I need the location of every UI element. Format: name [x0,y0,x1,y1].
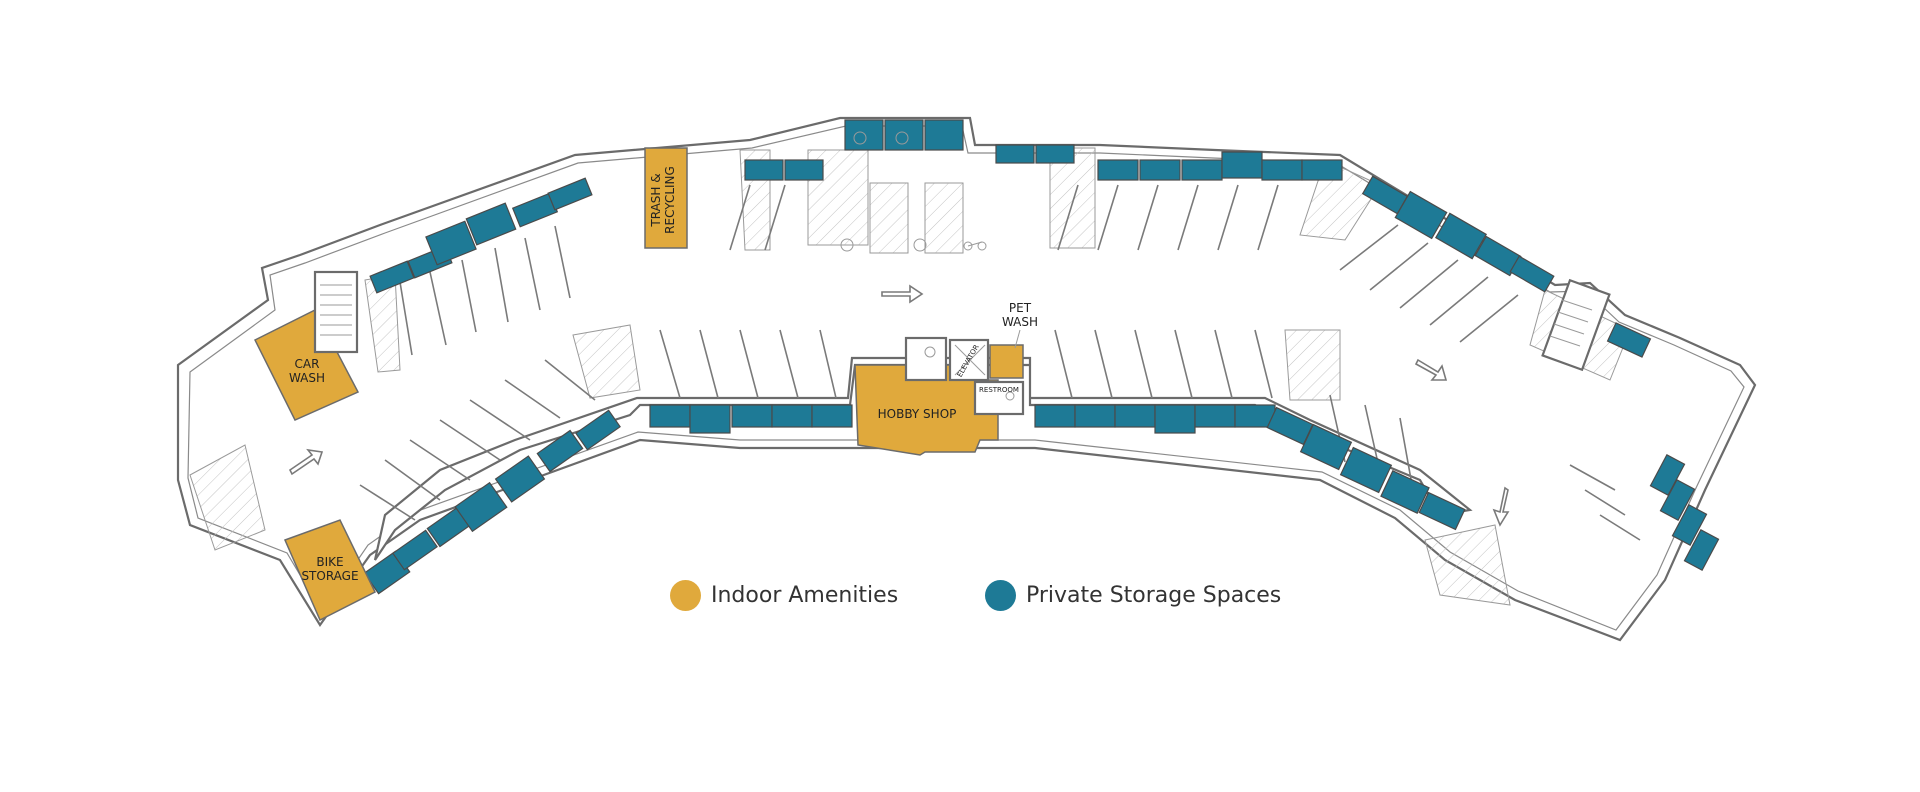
storage-unit [1139,159,1181,181]
service-rooms [904,336,1025,416]
recycling-label: RECYCLING [663,166,677,234]
storage-unit [811,404,853,428]
restroom-label: RESTROOM [979,386,1019,394]
pet-wash-room [989,344,1024,379]
storage-unit [425,220,477,266]
amenity-swatch [670,580,701,611]
accessible-parking-icon [840,131,1015,401]
car-wash-label-1: CAR [295,357,320,371]
storage-unit [1671,504,1708,546]
storage-unit [995,144,1035,164]
storage-unit [1301,159,1343,181]
storage-unit [1418,491,1466,531]
storage-unit [1097,159,1139,181]
legend-storage-label: Private Storage Spaces [1026,583,1282,608]
storage-unit [784,159,824,181]
parking-stalls-lower [359,329,1641,541]
legend-amenities: Indoor Amenities [670,580,898,611]
storage-unit [731,404,773,428]
storage-unit [1034,404,1076,428]
center-island [373,356,1473,561]
storage-unit [1114,404,1156,428]
storage-unit [884,119,924,151]
storage-unit [1509,255,1555,293]
storage-unit [1339,446,1393,494]
storage-unit [1154,404,1196,434]
storage-unit [1606,322,1652,358]
parking-stalls-upper [399,184,1519,356]
stair-icon [313,270,1611,372]
storage-unit [1221,151,1263,179]
direction-arrow-icon [288,284,1510,527]
storage-unit [1181,159,1223,181]
storage-unit [771,404,813,428]
storage-unit [1380,470,1430,514]
storage-unit [494,455,546,503]
storage-unit [454,481,508,533]
storage-unit [649,404,691,428]
storage-unit [392,529,438,571]
private-storage-spaces [363,119,1720,595]
storage-unit [465,202,517,246]
indoor-amenities [253,147,1024,622]
storage-unit [924,119,964,151]
pet-wash-label-2: WASH [1002,315,1038,329]
storage-unit [547,177,593,211]
bike-storage-room [283,519,376,622]
trash-recycling-room [644,147,688,249]
car-wash-label-2: WASH [289,371,325,385]
storage-unit [1074,404,1116,428]
storage-unit [1659,479,1696,521]
car-wash-room [253,309,360,421]
legend-amenities-label: Indoor Amenities [711,583,899,608]
storage-unit [1434,212,1488,260]
storage-unit [689,404,731,434]
storage-unit [369,260,415,294]
motorcycle-icon [963,241,987,251]
storage-unit [1194,404,1236,428]
pet-wash-label-1: PET [1009,301,1032,315]
legend-storage: Private Storage Spaces [985,580,1281,611]
bike-storage-label-1: BIKE [316,555,343,569]
trash-label: TRASH & [649,173,663,227]
hobby-shop-label: HOBBY SHOP [878,407,957,421]
storage-unit [536,429,584,473]
storage-unit [1035,144,1075,164]
storage-unit [1261,159,1303,181]
bike-storage-label-2: STORAGE [301,569,358,583]
storage-unit [1394,190,1448,240]
storage-swatch [985,580,1016,611]
storage-unit [844,119,884,151]
storage-unit [1299,423,1353,471]
storage-unit [1683,529,1720,571]
storage-unit [744,159,784,181]
storage-unit [575,409,621,451]
